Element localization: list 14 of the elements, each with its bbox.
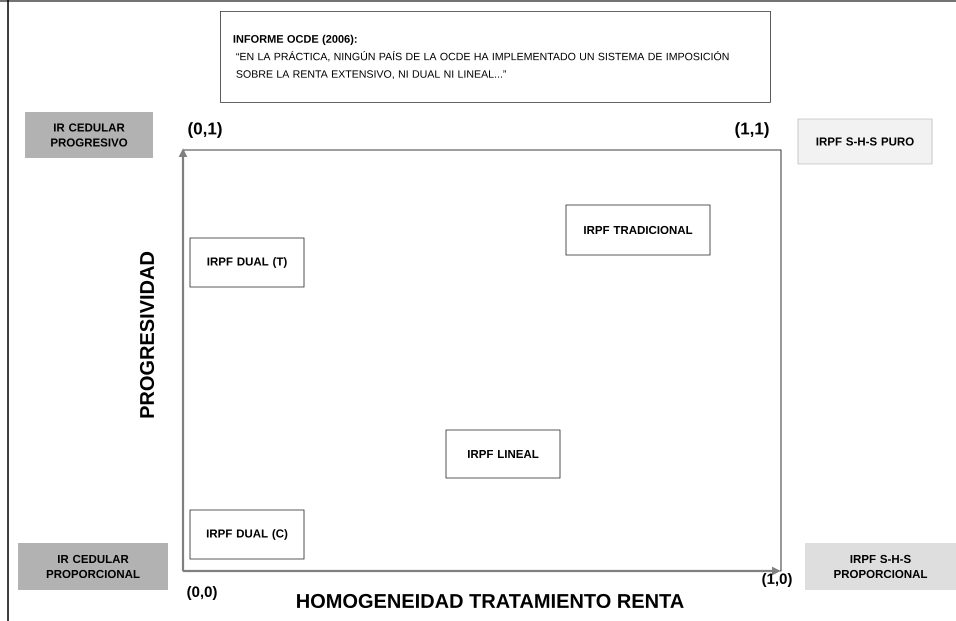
axis-title: HOMOGENEIDAD TRATAMIENTO RENTA [297, 594, 684, 608]
category-box: IR CEDULAR PROPORCIONAL [18, 542, 168, 590]
system-box: IRPF DUAL (T) [190, 238, 304, 288]
system-box: IRPF LINEAL [446, 430, 560, 478]
quote-box: INFORME OCDE (2006): “EN LA PRÁCTICA, NINGÚN PAÍS DE LA OCDE HA IMPLEMENTADO UN SISTEMA DE IMPOSICIÓN SOBRE LA RENTA EXTENSIVO, NI DUAL NI LINEAL...” [220, 11, 771, 103]
category-box: IRPF S-H-S PROPORCIONAL [805, 542, 956, 590]
axis-title: PROGRESIVIDAD [140, 252, 154, 418]
corner-label: (0,1) [188, 122, 222, 138]
corner-label: (1,1) [735, 122, 769, 138]
system-box: IRPF TRADICIONAL [566, 204, 710, 256]
system-box: IRPF DUAL (C) [190, 510, 304, 560]
category-box: IRPF S-H-S PURO [798, 118, 932, 164]
corner-label: (0,0) [187, 586, 217, 600]
category-box: IR CEDULAR PROGRESIVO [25, 112, 153, 158]
